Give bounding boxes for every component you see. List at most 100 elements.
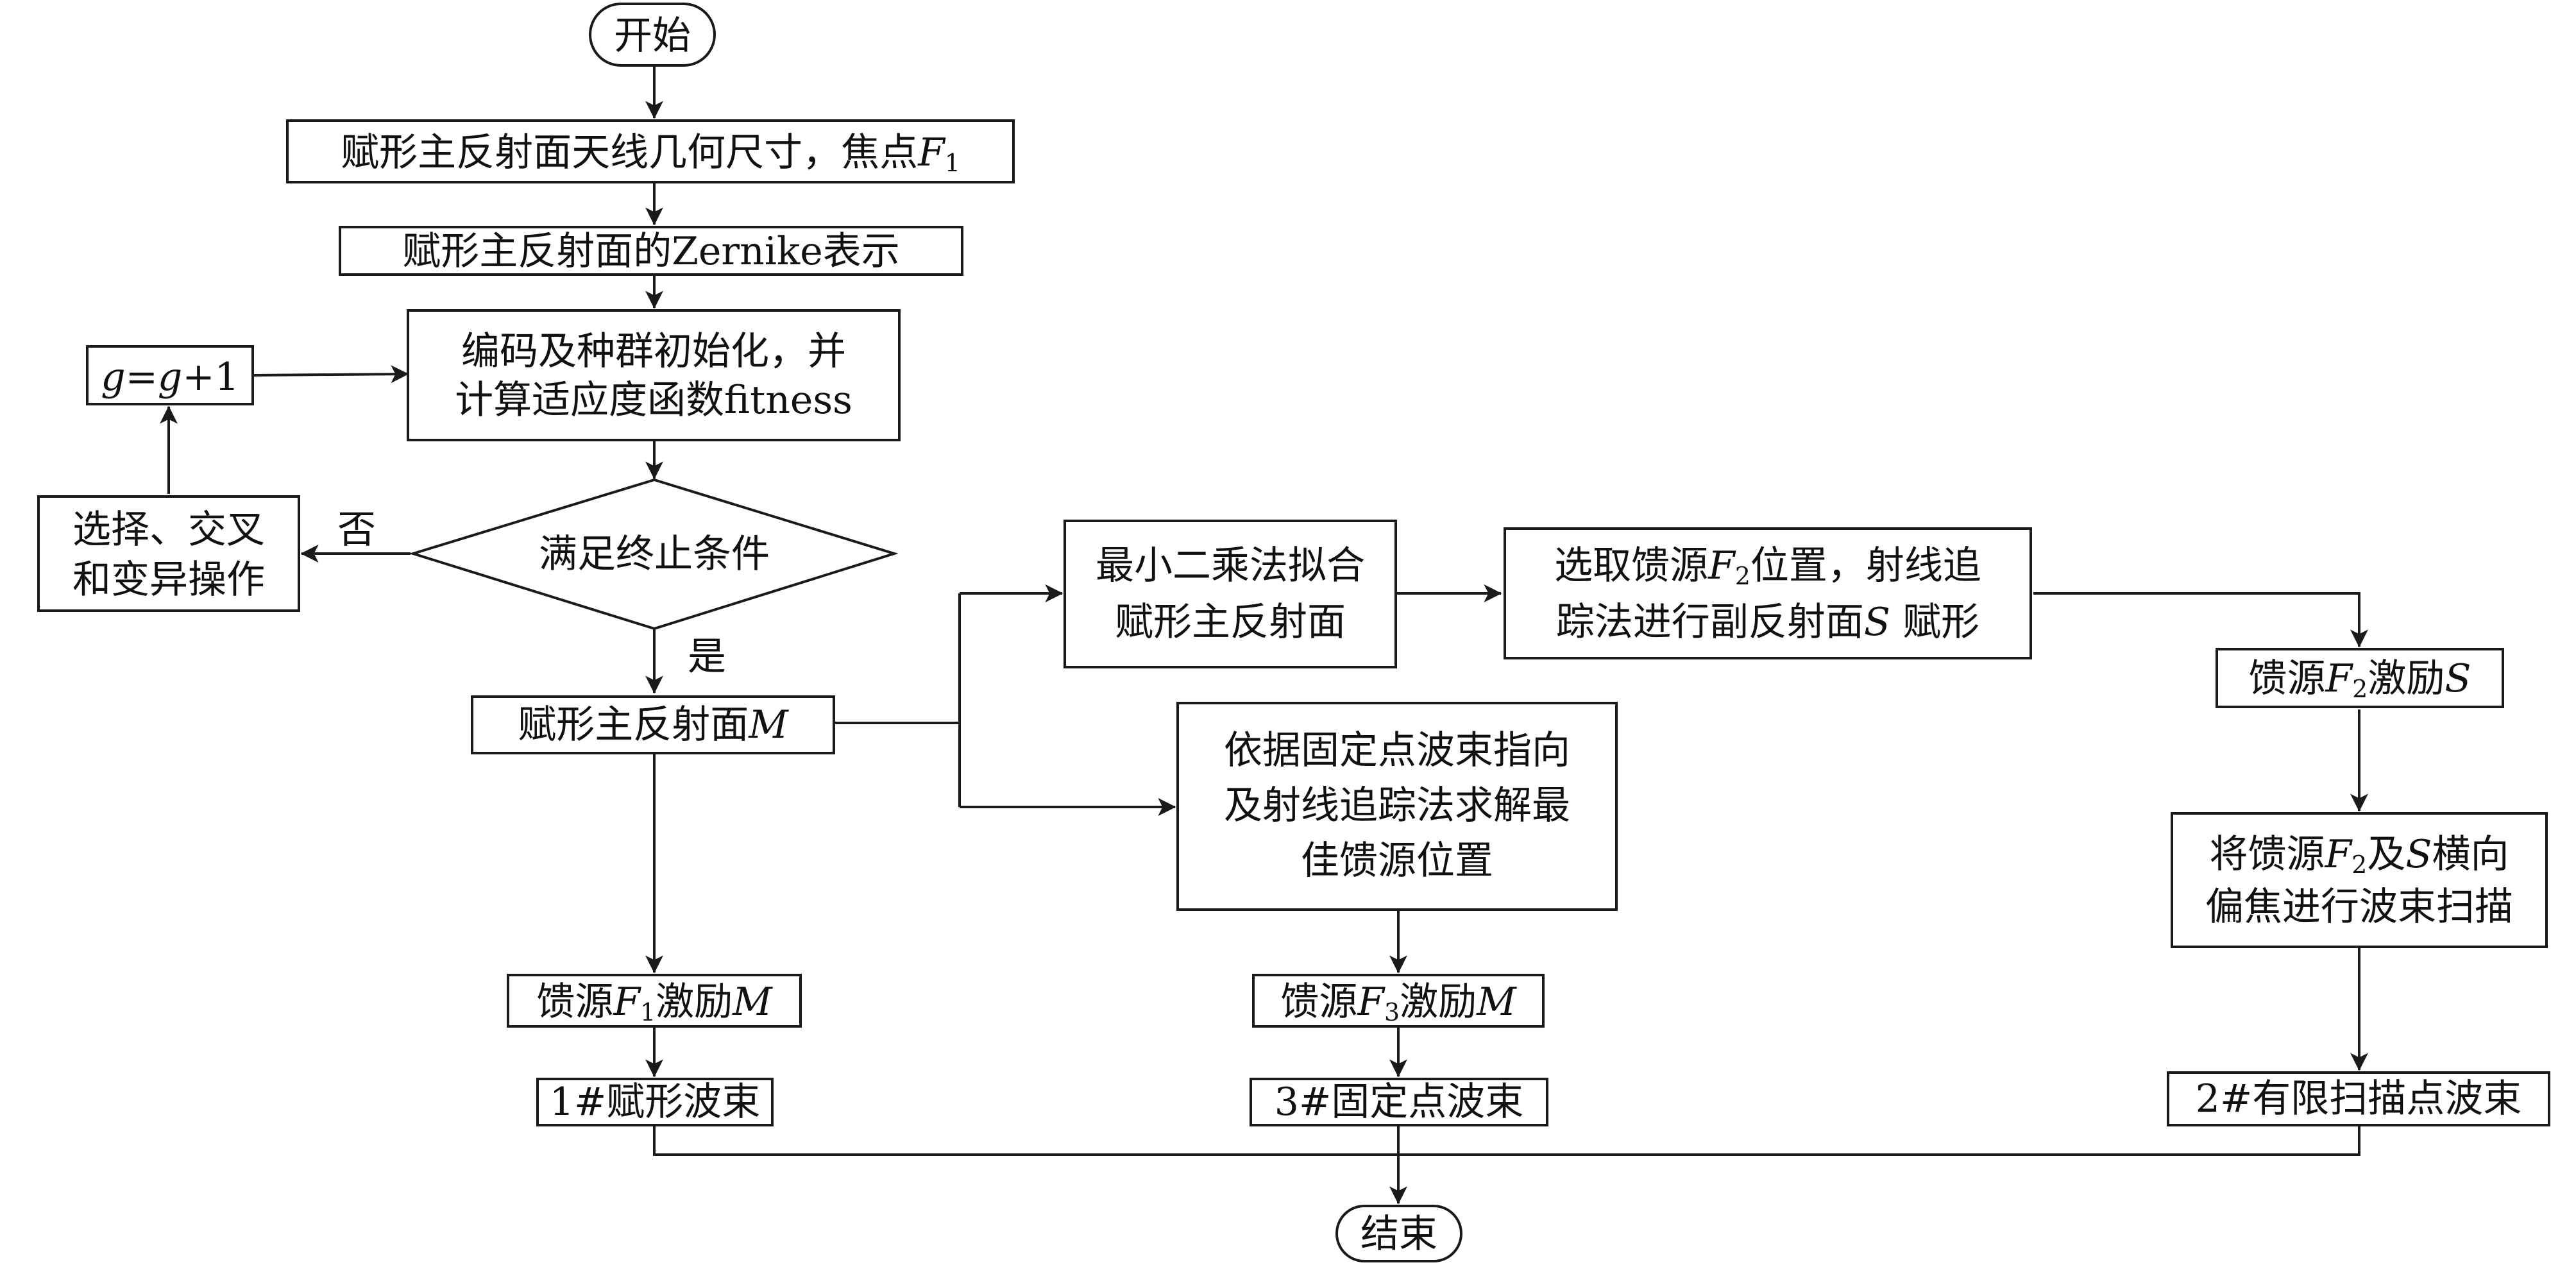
fixed-point-line2: 及射线追踪法求解最: [1224, 783, 1570, 828]
feed-f2-sub: 2: [2352, 675, 2368, 703]
start-label: 开始: [614, 13, 691, 58]
feed-f2-mid: 激励: [2368, 656, 2445, 701]
feed-f1-sub: 1: [640, 998, 656, 1026]
feed-f3-box: [1252, 974, 1545, 1028]
encode-box: [407, 309, 901, 441]
feed-f3-mid: 激励: [1400, 980, 1477, 1024]
select-box: [37, 495, 300, 612]
encode-node: 编码及种群初始化，并 计算适应度函数fitness: [407, 309, 901, 441]
select-feed-line2: 踪法进行副反射面S 赋形: [1556, 600, 1979, 645]
beam3-node: 3#固定点波束: [1250, 1078, 1548, 1126]
select-label-line1: 选择、交叉: [72, 507, 265, 552]
terminate-label: 满足终止条件: [539, 532, 770, 577]
increment-var1: g: [101, 355, 125, 400]
main-reflector-label: 赋形主反射面M: [518, 702, 789, 747]
feed-f2-node: 馈源F2激励S: [2216, 648, 2504, 708]
increment-plus: +1: [182, 355, 239, 400]
start-terminal-shape: [589, 3, 716, 67]
select-feed-line2-post: 赋形: [1890, 600, 1979, 645]
least-squares-line1: 最小二乘法拟合: [1096, 543, 1365, 588]
edge-selectfeed-feedf2: [2033, 592, 2368, 648]
feed-f1-var2: M: [732, 980, 773, 1024]
least-squares-node: 最小二乘法拟合 赋形主反射面: [1063, 520, 1397, 668]
geometry-label-var: F: [917, 130, 946, 175]
no-branch-label: 否: [337, 507, 376, 552]
feed-f1-node: 馈源F1激励M: [507, 974, 802, 1028]
select-feed-var: F: [1707, 543, 1736, 588]
select-feed-post: 位置，射线追: [1750, 543, 1981, 588]
offset-scan-post: 横向: [2432, 832, 2509, 877]
feed-f2-var: F: [2325, 656, 2354, 701]
edge-increment-encode: [253, 365, 409, 384]
fixed-point-line3: 佳馈源位置: [1301, 838, 1493, 883]
terminate-diamond: [409, 478, 899, 631]
fixed-point-line1: 依据固定点波束指向: [1224, 728, 1570, 773]
beam1-node: 1#赋形波束: [536, 1078, 774, 1126]
beam2-label: 2#有限扫描点波束: [2196, 1076, 2521, 1121]
increment-eq: =: [126, 355, 158, 400]
increment-node: g=g+1: [86, 345, 254, 405]
increment-label: g=g+1: [101, 355, 239, 400]
beam1-label: 1#赋形波束: [550, 1080, 760, 1125]
beam2-box: [2167, 1071, 2550, 1126]
feed-f2-box: [2216, 648, 2504, 708]
offset-scan-line1: 将馈源F2及S横向: [2210, 832, 2509, 879]
feed-f2-var2: S: [2445, 656, 2471, 701]
feed-f1-mid: 激励: [656, 980, 733, 1024]
feed-f2-label: 馈源F2激励S: [2249, 656, 2471, 703]
offset-scan-sub: 2: [2351, 851, 2367, 879]
select-feed-line2-pre: 踪法进行副反射面: [1556, 600, 1864, 645]
main-reflector-node: 赋形主反射面M: [471, 695, 835, 754]
end-node: 结束: [1335, 1205, 1462, 1262]
geometry-label: 赋形主反射面天线几何尺寸，焦点F1: [341, 130, 960, 177]
increment-box: [86, 345, 254, 405]
select-feed-line1: 选取馈源F2位置，射线追: [1554, 543, 1981, 590]
zernike-label: 赋形主反射面的Zernike表示: [402, 229, 900, 274]
feed-f1-var: F: [613, 980, 641, 1024]
beam3-label: 3#固定点波束: [1275, 1080, 1523, 1125]
offset-scan-var2: S: [2405, 832, 2432, 877]
beam2-node: 2#有限扫描点波束: [2167, 1071, 2550, 1126]
main-reflector-box: [471, 695, 835, 754]
feed-f3-pre: 馈源: [1280, 980, 1357, 1024]
least-squares-line2: 赋形主反射面: [1115, 600, 1346, 645]
edge-merge-line: [653, 1126, 2360, 1156]
main-reflector-var: M: [748, 702, 789, 747]
offset-scan-node: 将馈源F2及S横向 偏焦进行波束扫描: [2171, 812, 2548, 948]
select-feed-box: [1504, 527, 2032, 659]
terminate-node: 满足终止条件: [409, 478, 899, 631]
select-label-line2: 和变异操作: [72, 557, 265, 602]
encode-label-line2: 计算适应度函数fitness: [455, 378, 852, 423]
select-feed-node: 选取馈源F2位置，射线追 踪法进行副反射面S 赋形: [1504, 527, 2032, 659]
select-feed-sub: 2: [1735, 562, 1750, 590]
fixed-point-box: [1176, 702, 1618, 911]
start-node: 开始: [589, 3, 716, 67]
zernike-box: [339, 226, 963, 276]
fixed-point-node: 依据固定点波束指向 及射线追踪法求解最 佳馈源位置: [1176, 702, 1618, 911]
select-feed-line2-var: S: [1864, 600, 1890, 645]
offset-scan-mid: 及: [2367, 832, 2405, 877]
yes-branch-label: 是: [688, 634, 726, 679]
geometry-label-sub: 1: [945, 149, 960, 177]
feed-f3-var2: M: [1476, 980, 1517, 1024]
geometry-label-text: 赋形主反射面天线几何尺寸，焦点: [341, 130, 918, 175]
feed-f3-label: 馈源F3激励M: [1280, 980, 1517, 1026]
geometry-node: 赋形主反射面天线几何尺寸，焦点F1: [286, 119, 1015, 183]
least-squares-box: [1063, 520, 1397, 668]
select-node: 选择、交叉 和变异操作: [37, 495, 300, 612]
end-terminal-shape: [1335, 1205, 1462, 1262]
increment-var2: g: [158, 355, 182, 400]
feed-f3-var: F: [1357, 980, 1385, 1024]
geometry-box: [286, 119, 1015, 183]
offset-scan-pre: 将馈源: [2210, 832, 2325, 877]
feed-f1-box: [507, 974, 802, 1028]
offset-scan-box: [2171, 812, 2548, 948]
zernike-node: 赋形主反射面的Zernike表示: [339, 226, 963, 276]
feed-f1-label: 馈源F1激励M: [536, 980, 773, 1026]
feed-f3-node: 馈源F3激励M: [1252, 974, 1545, 1028]
encode-label-line1: 编码及种群初始化，并: [461, 329, 846, 374]
feed-f2-pre: 馈源: [2249, 656, 2326, 701]
select-feed-pre: 选取馈源: [1554, 543, 1708, 588]
beam3-box: [1250, 1078, 1548, 1126]
